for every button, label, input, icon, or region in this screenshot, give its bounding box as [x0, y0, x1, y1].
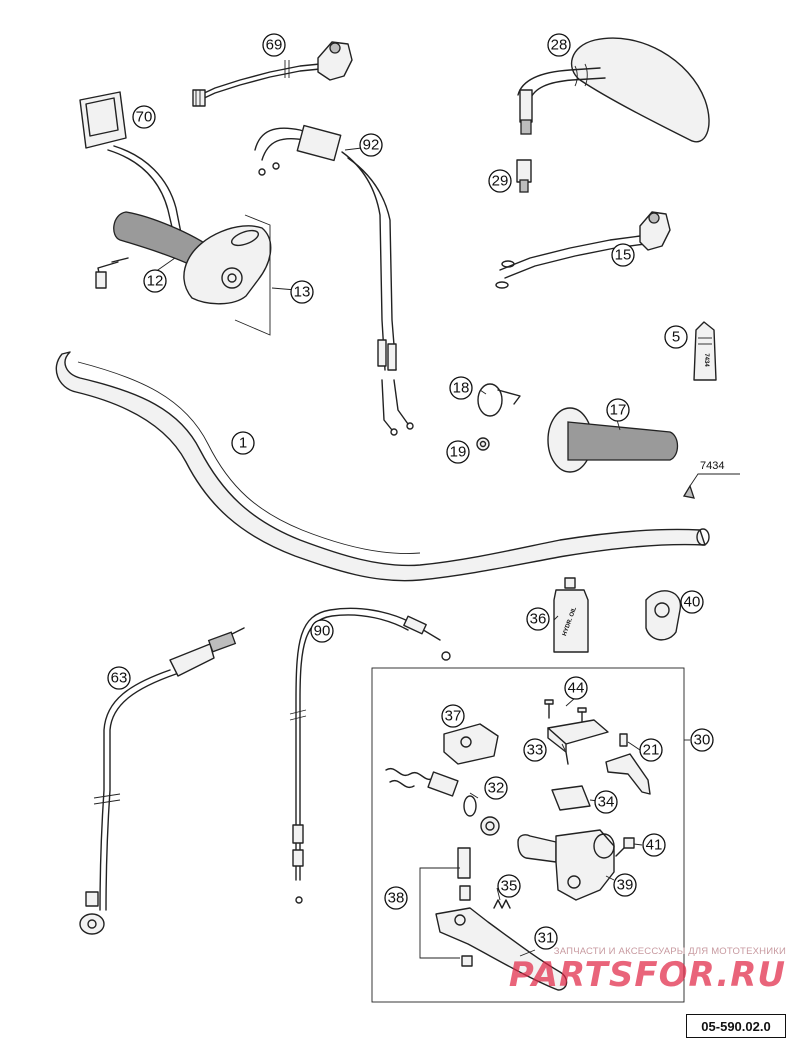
callout-1: 1 [231, 431, 255, 455]
svg-text:44: 44 [568, 680, 585, 697]
callout-70: 70 [132, 105, 156, 129]
callout-36: 36 [526, 607, 550, 631]
callout-30: 30 [690, 728, 714, 752]
svg-text:35: 35 [501, 878, 518, 895]
loctite-label: 7434 [700, 460, 724, 472]
brake-lever-31 [435, 907, 568, 991]
svg-text:63: 63 [111, 670, 128, 687]
callout-29: 29 [488, 169, 512, 193]
callout-92: 92 [359, 133, 383, 157]
drawing-number: 05-590.02.0 [686, 1014, 786, 1038]
svg-text:15: 15 [615, 247, 632, 264]
svg-text:69: 69 [266, 37, 283, 54]
clutch-cable-90 [289, 607, 451, 904]
callout-31: 31 [534, 926, 558, 950]
nut-19 [476, 437, 490, 451]
svg-text:1: 1 [239, 435, 247, 452]
callout-41: 41 [642, 833, 666, 857]
throttle-body-13 [183, 214, 272, 336]
svg-text:12: 12 [147, 273, 164, 290]
svg-text:19: 19 [450, 444, 467, 461]
switch-69 [192, 41, 353, 107]
callout-13: 13 [290, 280, 314, 304]
screws-44 [544, 699, 587, 725]
svg-text:31: 31 [538, 930, 555, 947]
loctite-drop: 7434 [682, 460, 740, 499]
watermark: ЗАПЧАСТИ И АКСЕССУАРЫ ДЛЯ МОТОТЕХНИКИ PA… [486, 946, 786, 993]
svg-text:28: 28 [551, 37, 568, 54]
callout-38: 38 [384, 886, 408, 910]
callout-90: 90 [310, 619, 334, 643]
brake-line-63 [79, 627, 245, 935]
svg-text:17: 17 [610, 402, 627, 419]
callout-28: 28 [547, 33, 571, 57]
svg-text:70: 70 [136, 109, 153, 126]
handlebar [55, 351, 710, 582]
diaphragm-34 [551, 785, 591, 811]
watermark-caption: ЗАПЧАСТИ И АКСЕССУАРЫ ДЛЯ МОТОТЕХНИКИ [553, 946, 786, 957]
svg-text:30: 30 [694, 732, 711, 749]
svg-text:92: 92 [363, 137, 380, 154]
svg-text:34: 34 [598, 794, 615, 811]
svg-text:39: 39 [617, 877, 634, 894]
clamp-40 [645, 590, 682, 641]
clamp-37 [443, 723, 499, 765]
pivot-set-38 [419, 847, 473, 967]
svg-text:36: 36 [530, 611, 547, 628]
adjuster-21 [605, 733, 651, 795]
cable-tie-18 [477, 383, 521, 417]
oil-bottle-36: HYDR. OIL [553, 577, 589, 653]
switch-15 [495, 211, 671, 289]
svg-text:41: 41 [646, 837, 663, 854]
screw-41 [615, 837, 635, 857]
master-cylinder-39 [517, 829, 615, 901]
callout-40: 40 [680, 590, 704, 614]
piston-32 [385, 767, 500, 836]
svg-text:38: 38 [388, 890, 405, 907]
svg-text:5: 5 [672, 329, 680, 346]
svg-text:21: 21 [643, 742, 660, 759]
throttle-cables-92 [254, 124, 414, 436]
loctite-tube-5: 7434 [693, 321, 717, 381]
callout-5: 5 [664, 325, 688, 349]
tube-label: 7434 [703, 353, 709, 367]
callout-44: 44 [564, 676, 588, 700]
mirror-28 [517, 37, 710, 143]
callout-19: 19 [446, 440, 470, 464]
reservoir-cover-33 [547, 719, 609, 765]
svg-text:33: 33 [527, 742, 544, 759]
callout-63: 63 [107, 666, 131, 690]
svg-text:90: 90 [314, 623, 331, 640]
svg-text:40: 40 [684, 594, 701, 611]
callout-39: 39 [613, 873, 637, 897]
callout-35: 35 [497, 874, 521, 898]
svg-text:18: 18 [453, 380, 470, 397]
callout-15: 15 [611, 243, 635, 267]
callout-69: 69 [262, 33, 286, 57]
svg-text:13: 13 [294, 284, 311, 301]
callout-34: 34 [594, 790, 618, 814]
svg-text:29: 29 [492, 173, 509, 190]
callout-17: 17 [606, 398, 630, 422]
left-grip-17 [547, 407, 679, 473]
watermark-logo: PARTSFOR.RU [508, 955, 786, 995]
callout-33: 33 [523, 738, 547, 762]
callout-32: 32 [484, 776, 508, 800]
spring-35 [493, 899, 511, 909]
svg-text:32: 32 [488, 780, 505, 797]
master-cylinder-group-frame [371, 667, 690, 1003]
adapter-29 [516, 159, 532, 193]
callout-12: 12 [143, 269, 167, 293]
callout-37: 37 [441, 704, 465, 728]
callout-21: 21 [639, 738, 663, 762]
svg-text:37: 37 [445, 708, 462, 725]
throttle-housing-70 [79, 91, 183, 241]
callout-18: 18 [449, 376, 473, 400]
